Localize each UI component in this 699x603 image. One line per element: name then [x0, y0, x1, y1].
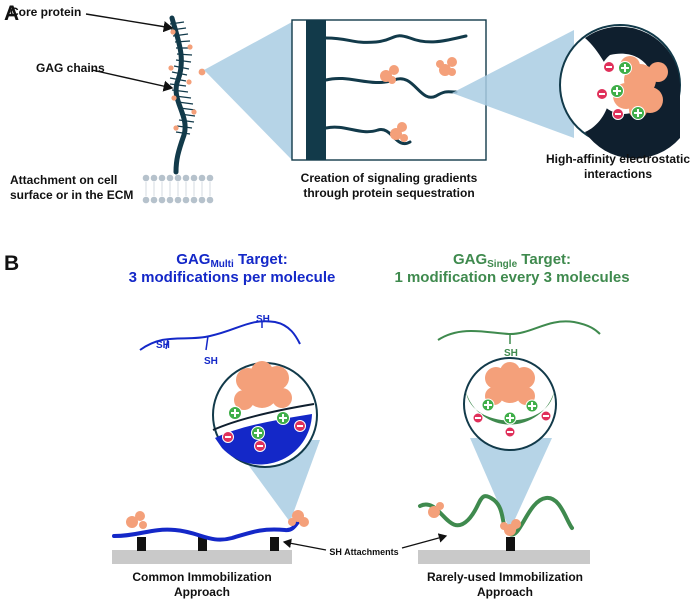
single-zoom-beam	[470, 438, 552, 530]
attachment-label-line2: surface or in the ECM	[10, 188, 133, 202]
zoom-beam-1	[204, 22, 292, 160]
multi-caption-line2: Approach	[174, 585, 230, 599]
cell-membrane	[142, 174, 214, 204]
multi-caption-line1: Common Immobilization	[132, 570, 271, 584]
core-protein-arrow	[85, 13, 174, 33]
plus-charge-icon	[228, 406, 242, 420]
multi-title-subscript: Multi	[210, 259, 234, 270]
single-immobilization-surface	[418, 494, 590, 564]
sh-label: SH	[256, 314, 270, 325]
panel-a-label: A	[4, 2, 19, 25]
attachment-label-line1: Attachment on cell	[10, 173, 117, 187]
multi-immobilization-surface	[112, 510, 309, 564]
single-title-prefix: GAG	[453, 251, 487, 268]
multi-title-suffix: Target:	[234, 251, 288, 268]
sh-attachment-arrow-left	[282, 538, 327, 551]
sh-label: SH	[504, 348, 518, 359]
single-caption-line2: Approach	[477, 585, 533, 599]
minus-charge-icon	[603, 61, 615, 73]
plus-charge-icon	[525, 399, 539, 413]
sh-label: SH	[204, 356, 218, 367]
minus-charge-icon	[504, 426, 516, 438]
zoom-beam-2	[452, 30, 574, 138]
sh-label: SH	[156, 340, 170, 351]
minus-charge-icon	[596, 88, 608, 100]
core-protein-label: Core protein	[10, 5, 81, 19]
minus-charge-icon	[472, 412, 484, 424]
electrostatic-zoom-circle	[559, 24, 681, 159]
minus-charge-icon	[612, 108, 624, 120]
plus-charge-icon	[251, 426, 265, 440]
plus-charge-icon	[610, 84, 624, 98]
electrostatic-label-line2: interactions	[584, 167, 652, 181]
single-title-subscript: Single	[487, 259, 517, 270]
minus-charge-icon	[540, 410, 552, 422]
single-subtitle: 1 modification every 3 molecules	[394, 269, 629, 286]
multi-subtitle: 3 modifications per molecule	[129, 269, 336, 286]
minus-charge-icon	[294, 420, 306, 432]
gradients-label-line2: through protein sequestration	[303, 186, 474, 200]
single-zoom-circle	[463, 357, 557, 451]
multi-gag-chain: SH SH SH	[139, 314, 301, 367]
electrostatic-label-line1: High-affinity electrostatic	[546, 152, 690, 166]
plus-charge-icon	[481, 398, 495, 412]
multi-title: GAGMulti Target:	[176, 251, 287, 270]
plus-charge-icon	[503, 411, 517, 425]
gag-chains-arrow	[91, 69, 174, 92]
sh-attachment-arrow-right	[401, 533, 448, 549]
minus-charge-icon	[254, 440, 266, 452]
plus-charge-icon	[631, 106, 645, 120]
gradient-zoom-box	[291, 19, 487, 161]
single-caption-line1: Rarely-used Immobilization	[427, 570, 583, 584]
proteoglycan	[168, 15, 206, 175]
single-title: GAGSingle Target:	[453, 251, 571, 270]
plus-charge-icon	[276, 411, 290, 425]
panel-b-label: B	[4, 252, 19, 275]
gag-chains-label: GAG chains	[36, 61, 105, 75]
single-gag-chain: SH	[437, 320, 601, 359]
minus-charge-icon	[222, 431, 234, 443]
multi-title-prefix: GAG	[176, 251, 210, 268]
sh-attachments-label: SH Attachments	[329, 547, 398, 557]
single-title-suffix: Target:	[517, 251, 571, 268]
gradients-label-line1: Creation of signaling gradients	[301, 171, 478, 185]
plus-charge-icon	[618, 61, 632, 75]
multi-zoom-circle	[212, 361, 318, 468]
